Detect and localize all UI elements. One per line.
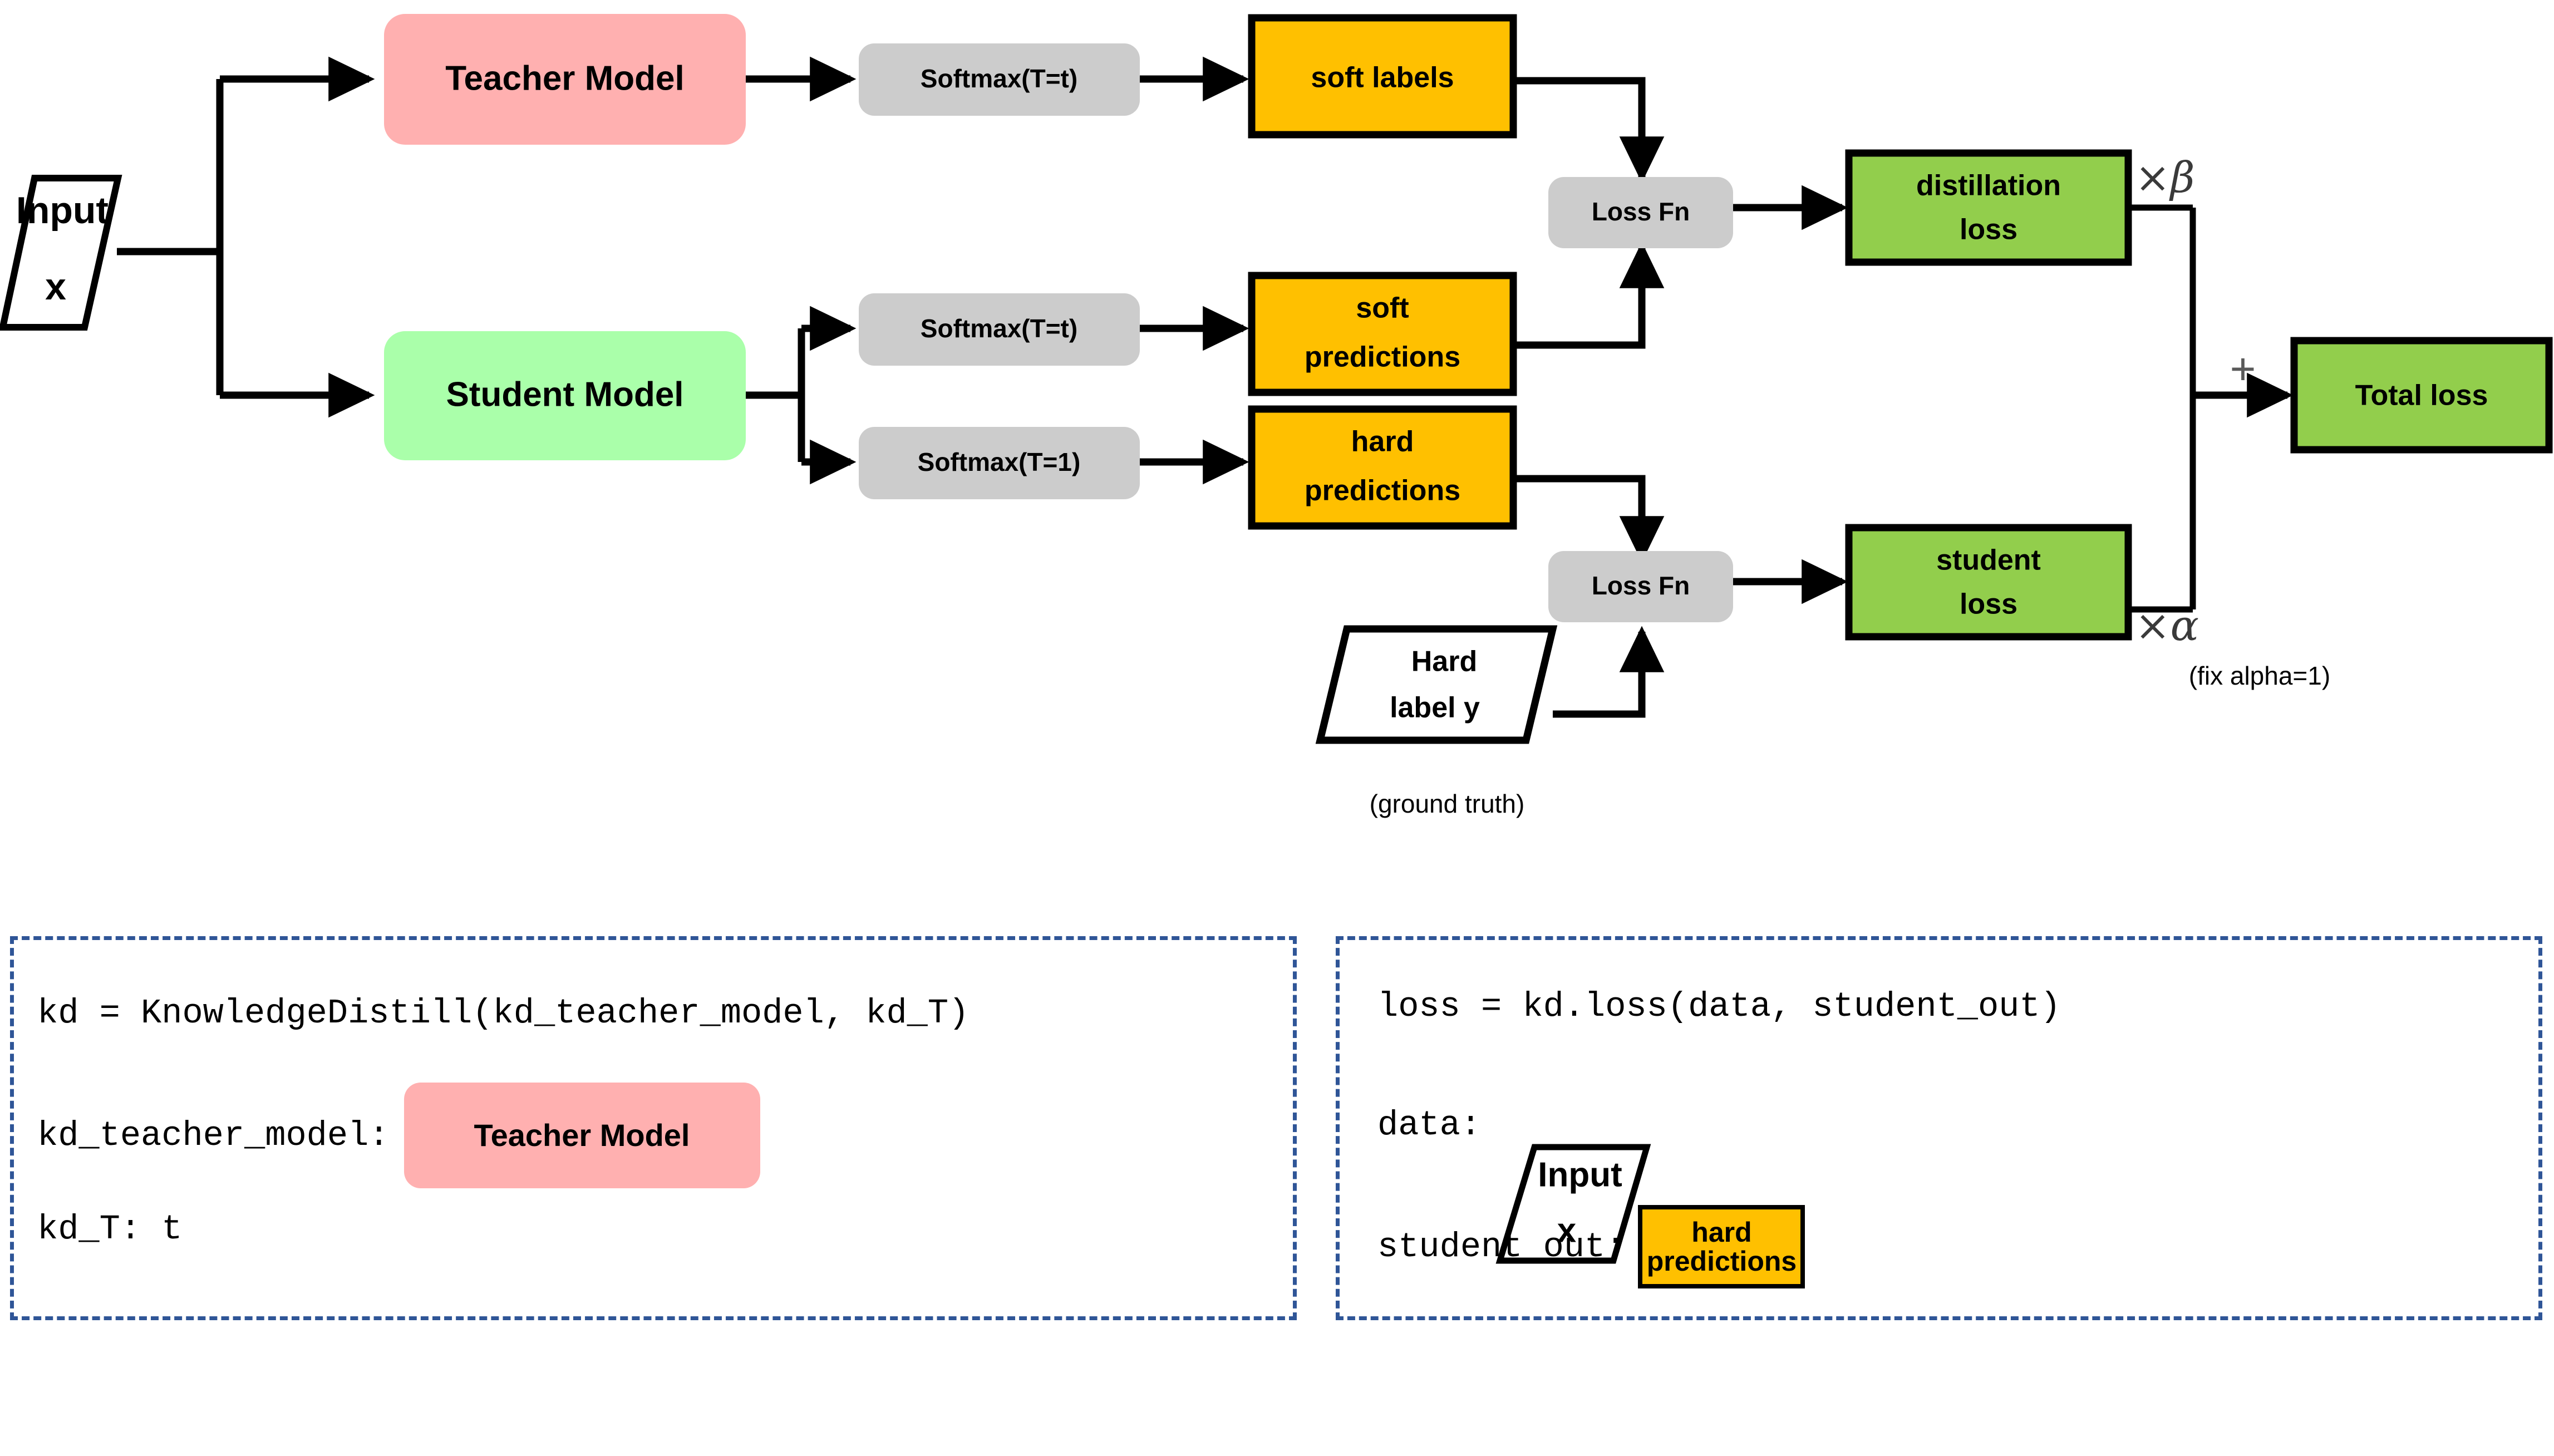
edge-softlabels-to-lossfn-top: [1514, 77, 1665, 183]
chip-input-parallelogram[interactable]: Input x: [1495, 1064, 1651, 1264]
node-hard-label[interactable]: Hard label y: [1315, 625, 1558, 744]
node-teacher-model[interactable]: Teacher Model: [384, 14, 746, 145]
node-input-line2: x: [45, 265, 66, 308]
annotation-fix-alpha: (fix alpha=1): [2189, 661, 2330, 690]
code-right-line1: loss = kd.loss(data, student_out): [1377, 987, 2061, 1026]
node-soft-predictions-line2: predictions: [1305, 341, 1460, 373]
chip-hard-line2: predictions: [1646, 1246, 1797, 1277]
node-input[interactable]: Input x: [0, 175, 122, 331]
node-hard-predictions[interactable]: hard predictions: [1248, 405, 1517, 530]
code-right-line2-label: data:: [1377, 1105, 1482, 1145]
node-soft-predictions-line1: soft: [1356, 292, 1409, 324]
node-loss-fn-bottom-label: Loss Fn: [1592, 571, 1690, 600]
node-hard-label-line1: Hard: [1411, 646, 1477, 678]
node-softmax-student-soft[interactable]: Softmax(T=t): [859, 293, 1140, 366]
node-loss-fn-top-label: Loss Fn: [1592, 197, 1690, 226]
edge-hardlabel-to-lossfn-bottom: [1553, 626, 1665, 718]
node-hard-predictions-line2: predictions: [1305, 475, 1460, 507]
chip-hard-line1: hard: [1691, 1216, 1752, 1248]
node-soft-labels-label: soft labels: [1311, 62, 1454, 94]
code-right-line2: data: Input x: [1377, 1064, 1651, 1264]
node-soft-predictions[interactable]: soft predictions: [1248, 272, 1517, 396]
node-total-loss-label: Total loss: [2355, 380, 2488, 412]
node-softmax-student-soft-label: Softmax(T=t): [921, 314, 1077, 343]
node-distillation-loss-line2: loss: [1960, 214, 2017, 246]
node-loss-fn-top[interactable]: Loss Fn: [1548, 177, 1733, 248]
node-softmax-teacher-label: Softmax(T=t): [921, 64, 1077, 93]
code-left-line1: kd = KnowledgeDistill(kd_teacher_model, …: [37, 993, 970, 1033]
chip-hard-predictions[interactable]: hard predictions: [1638, 1205, 1805, 1288]
node-soft-labels[interactable]: soft labels: [1248, 14, 1517, 139]
node-student-loss-line2: loss: [1960, 588, 2017, 621]
code-left-line2-label: kd_teacher_model:: [37, 1115, 390, 1155]
code-right-line3: student_out: hard predictions: [1377, 1205, 1805, 1288]
code-right-line3-label: student_out:: [1377, 1227, 1626, 1267]
node-student-loss-line1: student: [1936, 544, 2041, 577]
node-student-loss[interactable]: student loss: [1845, 524, 2132, 641]
code-left-line2: kd_teacher_model: Teacher Model: [37, 1083, 760, 1188]
node-hard-predictions-line1: hard: [1351, 426, 1414, 458]
edge-softpred-to-lossfn-top: [1514, 242, 1665, 349]
node-softmax-student-hard-label: Softmax(T=1): [918, 447, 1081, 476]
chip-teacher-model[interactable]: Teacher Model: [403, 1083, 760, 1188]
node-student-model[interactable]: Student Model: [384, 331, 746, 460]
chip-input-line2: x: [1557, 1211, 1577, 1250]
node-softmax-student-hard[interactable]: Softmax(T=1): [859, 427, 1140, 499]
node-distillation-loss-line1: distillation: [1916, 170, 2061, 202]
annotation-alpha-weight: ×α: [2135, 601, 2199, 650]
node-input-line1: Input: [16, 189, 109, 232]
node-total-loss[interactable]: Total loss: [2290, 337, 2553, 454]
edge-hardpred-to-lossfn-bottom: [1514, 475, 1665, 563]
node-softmax-teacher[interactable]: Softmax(T=t): [859, 43, 1140, 116]
node-teacher-model-label: Teacher Model: [445, 59, 685, 97]
code-panel-left: kd = KnowledgeDistill(kd_teacher_model, …: [10, 936, 1297, 1320]
code-panel-right: loss = kd.loss(data, student_out) data: …: [1336, 936, 2542, 1320]
annotation-plus-sign: +: [2230, 344, 2256, 393]
node-loss-fn-bottom[interactable]: Loss Fn: [1548, 551, 1733, 622]
node-hard-label-line2: label y: [1390, 692, 1480, 724]
code-left-line3: kd_T: t: [37, 1209, 183, 1249]
annotation-beta-weight: ×β: [2135, 153, 2195, 202]
chip-input-line1: Input: [1538, 1155, 1622, 1194]
annotation-ground-truth: (ground truth): [1370, 789, 1525, 818]
node-student-model-label: Student Model: [446, 375, 683, 414]
node-distillation-loss[interactable]: distillation loss: [1845, 149, 2132, 266]
